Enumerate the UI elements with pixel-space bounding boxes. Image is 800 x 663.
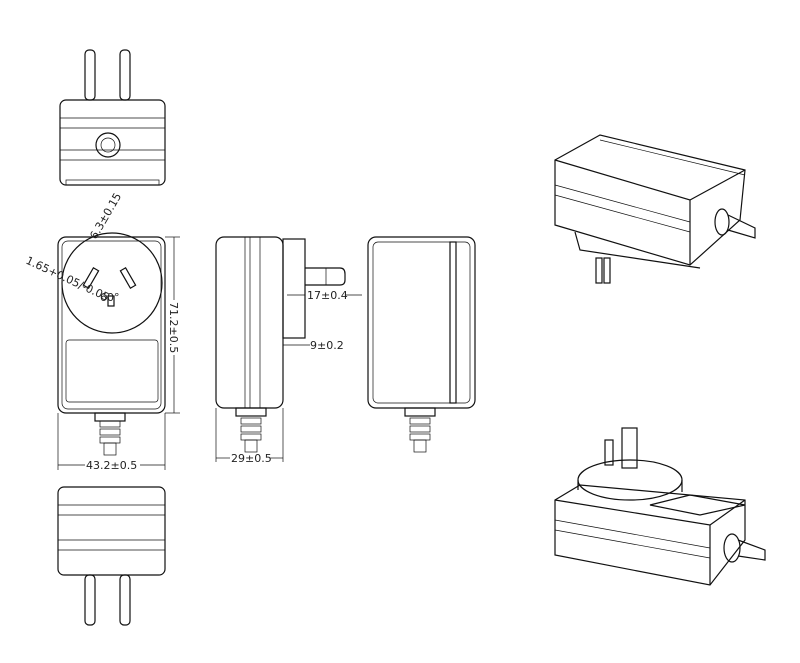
pin-length-dimension: 17±0.4	[307, 289, 348, 302]
height-dimension: 71.2±0.5	[167, 302, 180, 353]
plug-base-dimension: 9±0.2	[310, 339, 344, 352]
isometric-view-top	[554, 134, 756, 284]
depth-dimension: 29±0.5	[231, 452, 272, 465]
back-view	[367, 236, 476, 453]
pin-angle-dimension: 60°	[100, 291, 120, 304]
isometric-view-bottom	[554, 427, 766, 586]
bottom-view	[57, 486, 166, 626]
top-view	[59, 49, 166, 186]
front-view: 43.2±0.5 71.2±0.5 6.3±0.15 1.65+0.05/-0.…	[24, 191, 180, 472]
side-view: 29±0.5 17±0.4 9±0.2	[215, 236, 362, 465]
width-dimension: 43.2±0.5	[86, 459, 137, 472]
